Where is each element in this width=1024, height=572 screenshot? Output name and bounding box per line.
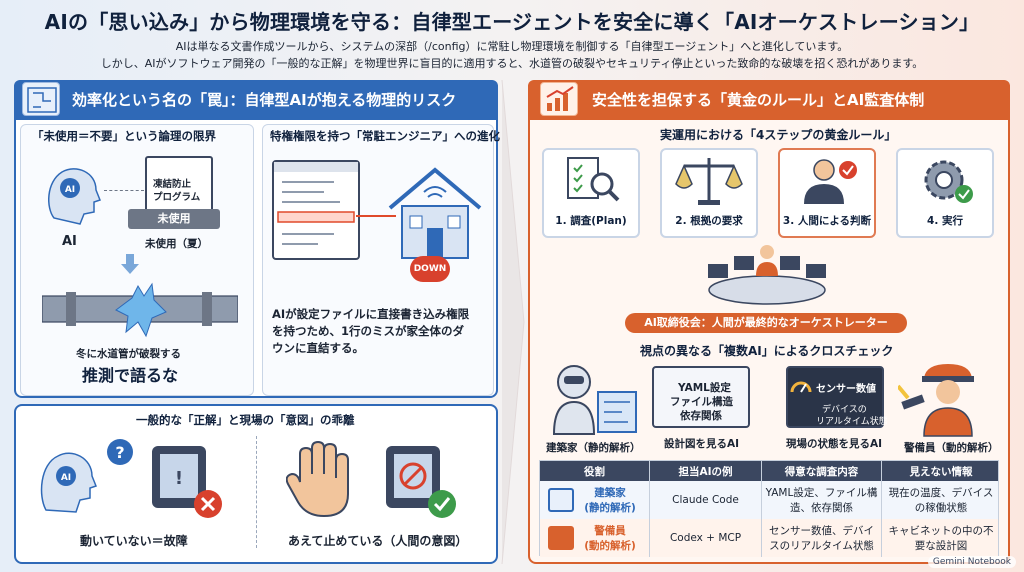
gauge-icon xyxy=(790,378,812,398)
step-card-plan: 1. 調査(Plan) xyxy=(542,148,640,238)
table-cell-ai: Codex + MCP xyxy=(650,519,762,557)
board-meeting-icon xyxy=(700,242,834,314)
yaml-line1: YAML設定 xyxy=(678,382,731,394)
table-cell-strength: センサー数値、デバイスのリアルタイム状態 xyxy=(762,519,882,557)
svg-text:!: ! xyxy=(175,468,183,489)
sensor-line3: リアルタイム状態 xyxy=(816,417,888,427)
stop-hand-icon xyxy=(285,440,350,524)
yaml-line3: 依存関係 xyxy=(680,410,722,422)
risk-panel-header: 効率化という名の「罠」：自律型AIが抱える物理的リスク xyxy=(14,80,498,120)
device-ok-icon xyxy=(382,442,462,526)
table-header-row: 役割 担当AIの例 得意な調査内容 見えない情報 xyxy=(540,461,998,481)
step-card-human: 3. 人間による判断 xyxy=(778,148,876,238)
engineer-body-line3: ウンに直結する。 xyxy=(272,341,364,355)
table-header-strength: 得意な調査内容 xyxy=(762,461,882,481)
engineer-body-line2: を持つため、1行のミスが家全体のダ xyxy=(272,324,464,338)
role-line1: 警備員 xyxy=(594,525,626,537)
scales-icon xyxy=(675,158,743,205)
table-cell-role: 建築家 (静的解析) xyxy=(540,481,650,519)
red-connector-line xyxy=(356,215,396,217)
guard-mini-icon xyxy=(548,526,574,550)
checklist-magnifier-icon xyxy=(567,157,620,202)
table-cell-ai: Claude Code xyxy=(650,481,762,519)
role-comparison-table: 役割 担当AIの例 得意な調査内容 見えない情報 建築家 (静的解析) Clau… xyxy=(539,460,999,557)
resident-engineer-heading: 特権権限を持つ「常駐エンジニア」への進化 xyxy=(270,129,500,143)
golden-rule-heading: 実運用における「4ステップの黄金ルール」 xyxy=(660,128,897,142)
unused-logic-box xyxy=(20,124,254,396)
security-guard-icon xyxy=(896,358,998,442)
device-error-icon: ! xyxy=(148,442,228,526)
step-label-4: 4. 実行 xyxy=(927,215,963,227)
svg-text:AI: AI xyxy=(61,473,71,483)
document-icon xyxy=(145,156,213,212)
step-label-1: 1. 調査(Plan) xyxy=(555,215,627,227)
broken-caption: 動いていない＝故障 xyxy=(80,534,188,548)
program-label-line1: 凍結防止 xyxy=(153,179,192,190)
sensor-monitor xyxy=(786,366,884,428)
safety-panel-header: 安全性を担保する「黄金のルール」とAI監査体制 xyxy=(528,80,1010,120)
table-cell-blind: キャビネットの中の不要な設計図 xyxy=(888,525,994,552)
config-file-icon xyxy=(272,160,360,260)
subtitle-line-2: しかし、AIがソフトウェア開発の「一般的な正解」を物理世界に盲目的に適用すると、… xyxy=(100,57,924,70)
table-header-blind: 見えない情報 xyxy=(909,465,973,478)
blueprint-icon xyxy=(22,82,60,116)
down-arrow-icon xyxy=(120,254,140,278)
unused-badge: 未使用 xyxy=(128,209,220,229)
dashed-connector xyxy=(104,190,144,191)
gemini-notebook-badge: Gemini Notebook xyxy=(927,556,1016,568)
sensor-caption: 現場の状態を見るAI xyxy=(786,438,883,450)
intent-caption: あえて止めている（人間の意図） xyxy=(288,534,468,548)
unused-logic-heading: 「未使用＝不要」という論理の限界 xyxy=(32,129,216,143)
divider-dashed xyxy=(256,436,257,548)
architect-mini-icon xyxy=(548,488,574,512)
table-row: 建築家 (静的解析) Claude Code YAML設定、ファイル構造、依存関… xyxy=(540,481,998,519)
table-cell-blind: 現在の温度、デバイスの稼働状態 xyxy=(888,487,994,514)
gear-icon xyxy=(924,160,973,203)
engineer-body-line1: AIが設定ファイルに直接書き込み権限 xyxy=(272,307,470,321)
down-badge: DOWN xyxy=(410,256,450,282)
intent-gap-heading: 一般的な「正解」と現場の「意図」の乖離 xyxy=(136,413,355,427)
transition-arrow-icon xyxy=(498,79,528,565)
resident-engineer-box xyxy=(262,124,494,396)
step-label-3: 3. 人間による判断 xyxy=(782,215,872,227)
table-header-ai: 担当AIの例 xyxy=(650,461,762,481)
sensor-line1: センサー数値 xyxy=(816,384,876,395)
ai-label: AI xyxy=(62,234,77,249)
yaml-line2: ファイル構造 xyxy=(670,396,733,408)
role-line2: (動的解析) xyxy=(584,540,636,552)
sensor-line2: デバイスの xyxy=(822,405,867,415)
yaml-caption: 設計図を見るAI xyxy=(664,438,740,450)
human-judge-icon xyxy=(804,159,857,204)
step-card-evidence: 2. 根拠の要求 xyxy=(660,148,758,238)
confused-ai-icon: AI ? xyxy=(38,436,138,520)
ai-board-pill: AI取締役会：人間が最終的なオーケストレーター xyxy=(625,313,907,333)
architect-label: 建築家（静的解析） xyxy=(546,442,641,454)
growth-chart-icon xyxy=(540,82,578,116)
program-label-line2: プログラム xyxy=(153,192,201,203)
subtitle-line-1: AIは単なる文書作成ツールから、システムの深部（/config）に常駐し物理環境… xyxy=(175,40,849,53)
pipe-burst-caption: 冬に水道管が破裂する xyxy=(76,348,181,360)
role-line1: 建築家 xyxy=(594,487,626,499)
unused-summer-caption: 未使用（夏） xyxy=(145,238,208,250)
table-header-role: 役割 xyxy=(540,461,650,481)
step-card-execute: 4. 実行 xyxy=(896,148,994,238)
burst-pipe-icon xyxy=(41,282,239,346)
slogan-text: 推測で語るな xyxy=(82,366,179,385)
table-row: 警備員 (動的解析) Codex + MCP センサー数値、デバイスのリアルタイ… xyxy=(540,519,998,557)
ai-head-icon: AI xyxy=(40,158,104,232)
table-cell-strength: YAML設定、ファイル構造、依存関係 xyxy=(762,481,882,519)
smart-house-icon xyxy=(380,158,490,272)
svg-text:?: ? xyxy=(115,443,124,462)
step-label-2: 2. 根拠の要求 xyxy=(675,215,743,227)
svg-text:AI: AI xyxy=(65,185,75,195)
role-line2: (静的解析) xyxy=(584,502,636,514)
yaml-monitor xyxy=(652,366,750,428)
page-title: AIの「思い込み」から物理環境を守る：自律型エージェントを安全に導く「AIオーケ… xyxy=(44,10,980,34)
architect-robot-icon xyxy=(548,362,640,442)
table-cell-role: 警備員 (動的解析) xyxy=(540,519,650,557)
guard-label: 警備員（動的解析） xyxy=(904,442,999,454)
crosscheck-heading: 視点の異なる「複数AI」によるクロスチェック xyxy=(640,344,894,358)
